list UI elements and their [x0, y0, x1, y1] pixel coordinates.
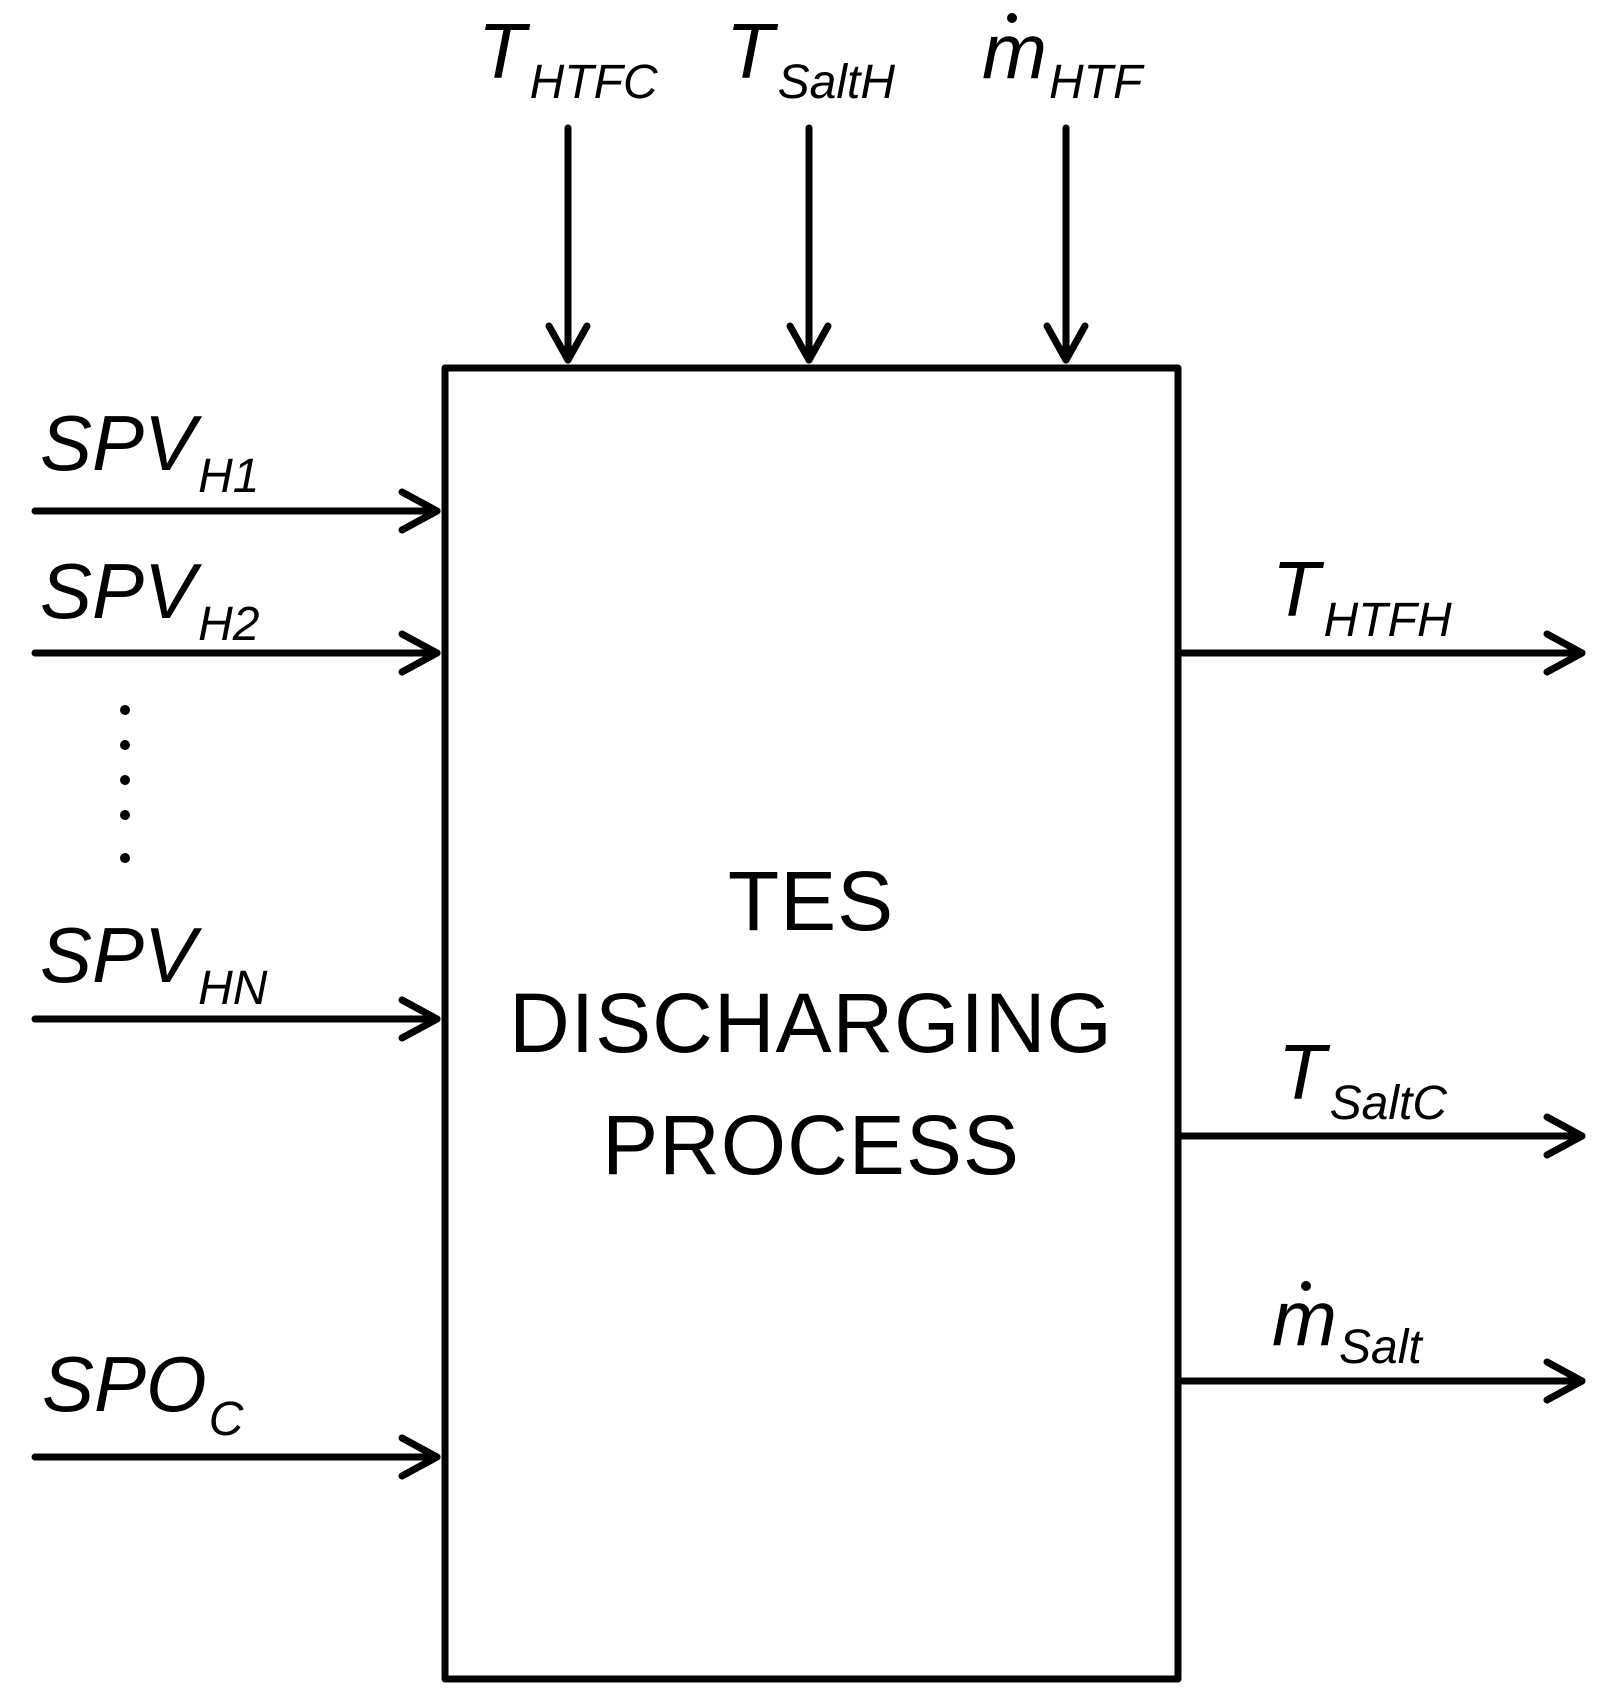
- ellipsis-dots: [120, 705, 130, 863]
- output-right-thtfh-sub: HTFH: [1324, 594, 1452, 647]
- input-left-spo-c-main: SPO: [42, 1340, 207, 1428]
- output-right-mdot-salt-main: m: [1272, 1274, 1337, 1362]
- output-right-mdot-salt-sub: Salt: [1339, 1321, 1423, 1374]
- output-right-thtfh-main: T: [1272, 545, 1325, 633]
- input-top-thtfc-main: T: [478, 7, 531, 95]
- input-left-spv-h2: SPVH2: [31, 547, 441, 676]
- arrow-head: [1543, 1358, 1586, 1404]
- input-left-spo-c: SPOC: [31, 1340, 441, 1480]
- output-right-tsaltc: TSaltC: [1174, 1028, 1586, 1159]
- svg-text:mHTF: mHTF: [982, 7, 1145, 109]
- input-left-spv-h2-main: SPV: [40, 547, 203, 635]
- ellipsis-dot: [120, 705, 130, 715]
- arrow-head: [398, 630, 441, 676]
- input-top-thtfc: THTFC: [478, 7, 658, 364]
- time-derivative-dot: [1007, 13, 1017, 23]
- svg-text:TSaltC: TSaltC: [1278, 1028, 1447, 1130]
- ellipsis-dot: [120, 810, 130, 820]
- arrow-head: [398, 488, 441, 534]
- input-top-tsalth: TSaltH: [726, 7, 895, 364]
- input-left-spv-h1-sub: H1: [198, 450, 259, 503]
- input-left-spv-h2-sub: H2: [198, 598, 259, 651]
- svg-text:THTFH: THTFH: [1272, 545, 1452, 647]
- input-top-tsalth-sub: SaltH: [778, 56, 896, 109]
- input-top-thtfc-sub: HTFC: [530, 56, 658, 109]
- input-top-mdot-htf-sub: HTF: [1049, 56, 1145, 109]
- process-block: [441, 364, 1182, 1683]
- input-left-spv-hn: SPVHN: [31, 911, 441, 1042]
- svg-text:SPVH1: SPVH1: [40, 399, 259, 503]
- input-left-spo-c-sub: C: [209, 1393, 244, 1446]
- output-right-tsaltc-sub: SaltC: [1330, 1077, 1448, 1130]
- input-top-mdot-htf-main: m: [982, 7, 1047, 95]
- output-right-mdot-salt: mSalt: [1174, 1274, 1586, 1404]
- svg-text:SPOC: SPOC: [42, 1340, 244, 1446]
- block-title-line-1: TES: [728, 854, 894, 948]
- block-title-line-2: DISCHARGING: [509, 976, 1113, 1070]
- svg-text:mSalt: mSalt: [1272, 1274, 1423, 1374]
- input-left-spv-hn-main: SPV: [40, 911, 203, 999]
- arrow-head: [1543, 630, 1586, 676]
- input-left-spv-hn-sub: HN: [198, 962, 268, 1015]
- svg-text:SPVH2: SPVH2: [40, 547, 259, 651]
- input-top-tsalth-main: T: [726, 7, 779, 95]
- svg-text:SPVHN: SPVHN: [40, 911, 268, 1015]
- input-top-mdot-htf: mHTF: [982, 7, 1145, 364]
- ellipsis-dot: [120, 775, 130, 785]
- input-left-spv-h1: SPVH1: [31, 399, 441, 534]
- ellipsis-dot: [120, 853, 130, 863]
- arrow-head: [398, 996, 441, 1042]
- svg-text:THTFC: THTFC: [478, 7, 658, 109]
- time-derivative-dot: [1301, 1281, 1311, 1291]
- arrow-head: [1043, 322, 1089, 364]
- input-left-spv-h1-main: SPV: [40, 399, 203, 487]
- svg-text:TSaltH: TSaltH: [726, 7, 895, 109]
- output-right-tsaltc-main: T: [1278, 1028, 1331, 1116]
- arrow-head: [398, 1434, 441, 1480]
- ellipsis-dot: [120, 740, 130, 750]
- output-right-thtfh: THTFH: [1174, 545, 1586, 676]
- arrow-head: [545, 322, 591, 364]
- arrow-head: [786, 322, 832, 364]
- arrow-head: [1543, 1113, 1586, 1159]
- block-title-line-3: PROCESS: [602, 1098, 1020, 1192]
